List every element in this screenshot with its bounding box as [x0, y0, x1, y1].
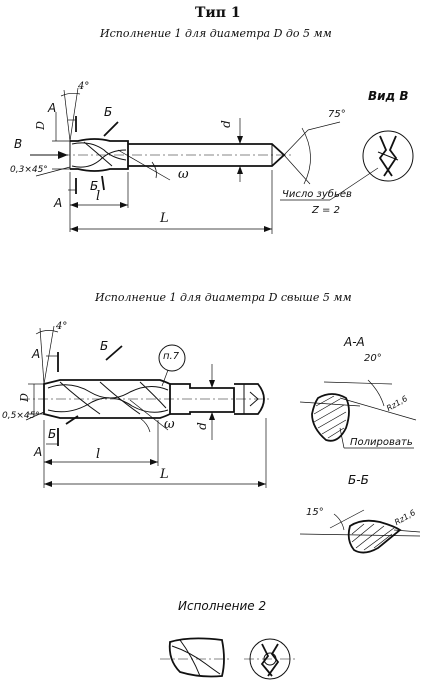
view1-angle-75: 75°	[328, 109, 346, 120]
view2-chamfer: 0,5×45°	[2, 411, 40, 421]
tool-drawing-3	[160, 637, 296, 680]
view1-dim-l: l	[96, 189, 101, 204]
view1-section-a-top: A	[48, 101, 57, 115]
version2-title: Исполнение 2	[178, 599, 267, 613]
view1-section-b-top: Б	[104, 105, 113, 119]
view1-dim-L: L	[160, 211, 169, 226]
view1-dim-omega: ω	[178, 167, 189, 182]
view2-section-a-bottom: A	[34, 445, 43, 459]
view2-dim-l: l	[96, 447, 101, 462]
view1-title: Исполнение 1 для диаметра D до 5 мм	[100, 27, 332, 40]
type-heading: Тип 1	[195, 5, 241, 21]
view1-dim-D: D	[33, 121, 47, 130]
view1-section-b-bottom: Б	[90, 179, 99, 193]
section-aa-title: A-A	[344, 335, 365, 349]
tool-drawing-1	[30, 87, 414, 234]
teeth-value: Z = 2	[312, 205, 340, 216]
view2-section-a-top: A	[32, 347, 41, 361]
tool-drawing-2	[20, 325, 421, 554]
section-bb-angle: 15°	[306, 507, 324, 518]
view2-section-b-bottom: Б	[48, 427, 57, 441]
view1-dim-d: d	[218, 120, 233, 128]
view2-section-b-top: Б	[100, 339, 109, 353]
view2-title: Исполнение 1 для диаметра D свыше 5 мм	[95, 291, 352, 304]
view1-view-arrow-label: В	[14, 137, 23, 151]
view-b-title: Вид В	[368, 89, 409, 103]
section-bb-title: Б-Б	[348, 473, 369, 487]
view2-dim-D: D	[17, 393, 31, 402]
view2-angle-tip: 4°	[56, 321, 68, 332]
view1-angle-tip: 4°	[78, 81, 90, 92]
view2-dim-L: L	[160, 467, 169, 482]
section-aa-angle: 20°	[364, 353, 382, 364]
teeth-label: Число зубьев	[282, 189, 352, 200]
view2-note-callout: п.7	[163, 351, 180, 362]
view1-section-a-bottom: A	[54, 196, 63, 210]
view1-chamfer: 0,3×45°	[10, 165, 48, 175]
view2-dim-d: d	[194, 422, 209, 430]
view2-dim-omega: ω	[164, 417, 175, 432]
polish-label: Полировать	[350, 437, 413, 448]
